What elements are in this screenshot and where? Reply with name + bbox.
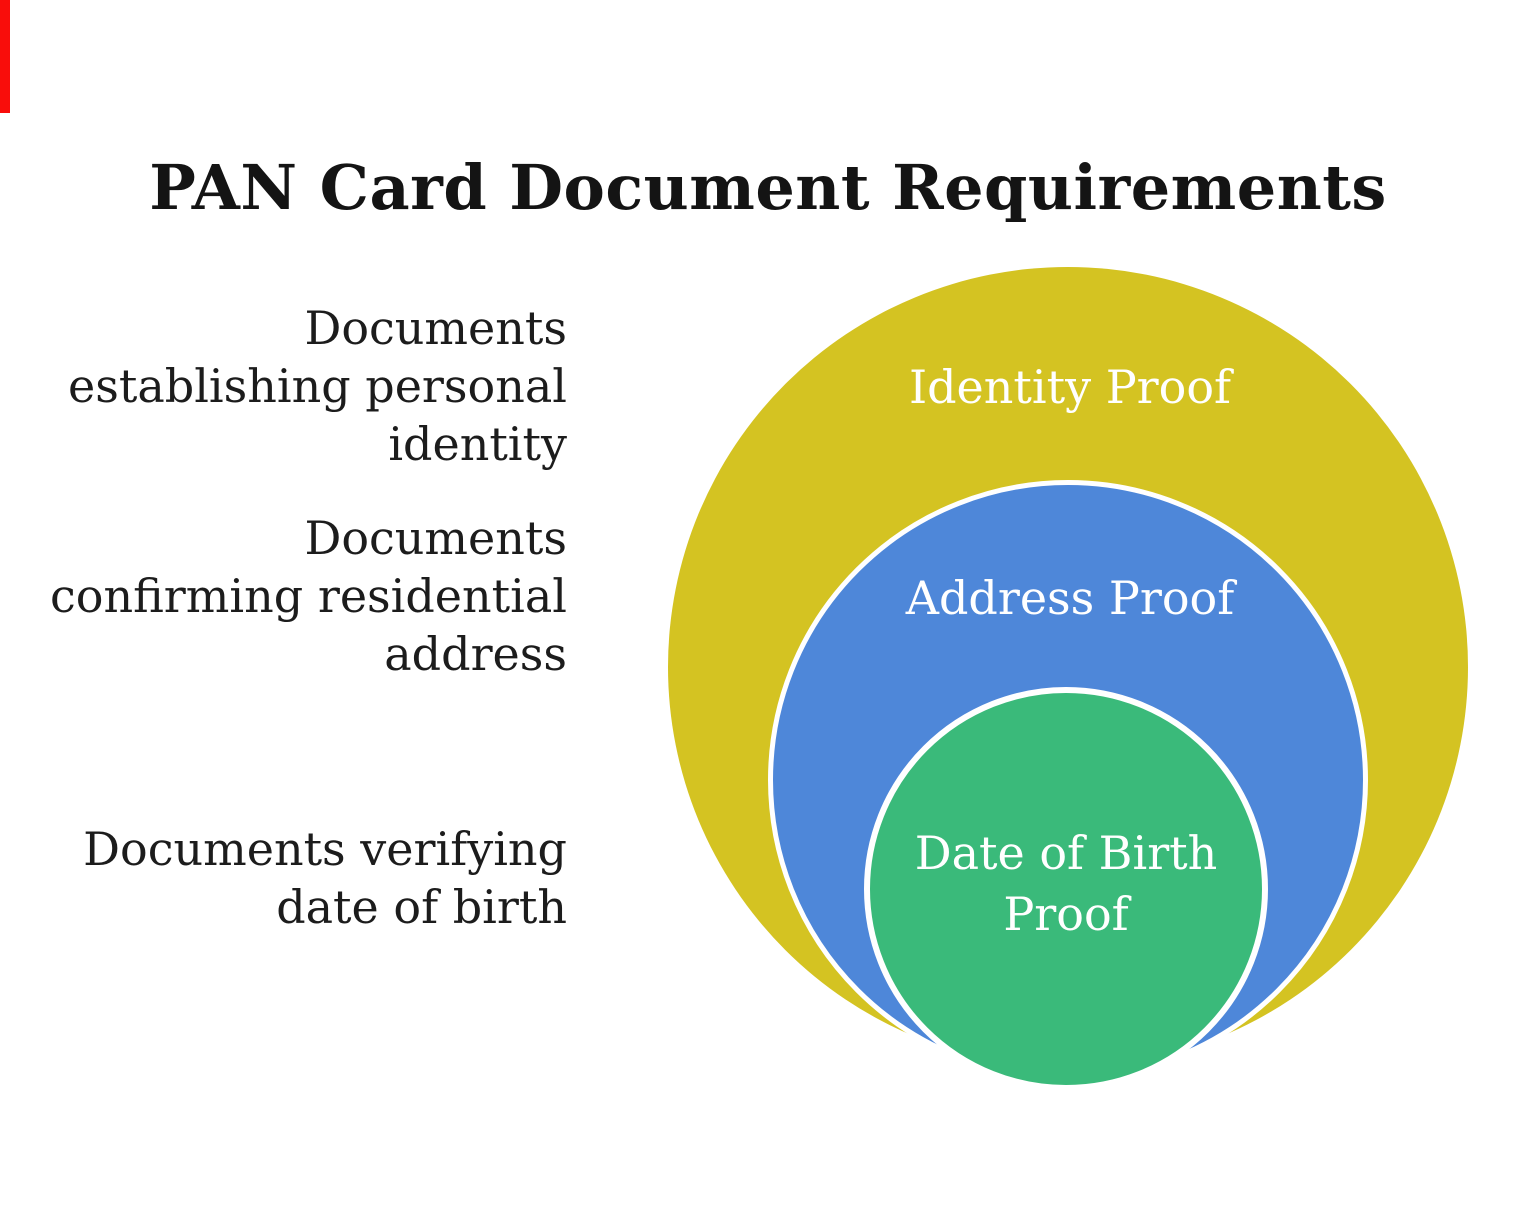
page-title: PAN Card Document Requirements (149, 150, 1387, 224)
label-identity-documents: Documents establishing personal identity (68, 299, 567, 473)
label-line: Documents verifying (83, 822, 567, 876)
label-line: address (384, 627, 567, 681)
label-line: Date of Birth (914, 826, 1218, 880)
label-line: Documents (304, 301, 567, 355)
label-line: confirming residential (50, 569, 567, 623)
label-dob-documents: Documents verifying date of birth (83, 820, 567, 936)
label-line: Documents (304, 511, 567, 565)
left-edge-red-bar (0, 0, 10, 113)
label-line: date of birth (276, 880, 567, 934)
label-line: identity (388, 417, 567, 471)
address-proof-label: Address Proof (905, 571, 1235, 625)
identity-proof-label: Identity Proof (908, 360, 1232, 414)
date-of-birth-proof-label: Date of Birth Proof (806, 823, 1326, 945)
label-line: establishing personal (68, 359, 567, 413)
label-address-documents: Documents confirming residential address (50, 509, 567, 683)
label-line: Proof (1003, 887, 1129, 941)
date-of-birth-proof-circle (864, 687, 1268, 1091)
